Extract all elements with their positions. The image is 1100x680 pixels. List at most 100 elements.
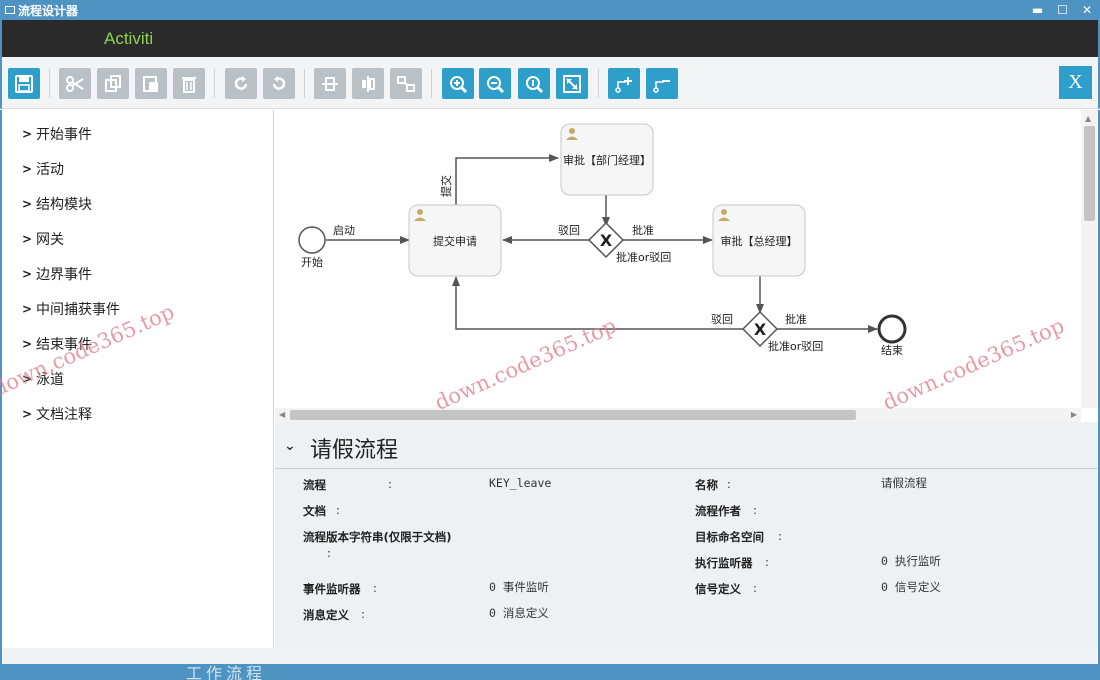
bpmn-diagram: 开始 结束 提交申请 审批【部门经理】 — [298, 123, 907, 357]
zoom-in-icon — [450, 75, 468, 93]
toolbar-separator — [598, 69, 599, 98]
scroll-thumb[interactable] — [290, 410, 856, 420]
app-header: Activiti — [0, 20, 1100, 57]
window-app-icon — [5, 6, 15, 14]
exclusive-gateway-1[interactable]: X — [587, 221, 625, 259]
bottom-bar-text: 工作流程 — [186, 664, 267, 680]
chevron-right-icon: > — [22, 337, 33, 351]
task-general-manager[interactable]: 审批【总经理】 — [712, 204, 806, 277]
start-event[interactable] — [298, 226, 326, 254]
palette-item-boundary-event[interactable]: >边界事件 — [22, 267, 92, 283]
close-designer-button[interactable]: X — [1059, 66, 1092, 99]
canvas-vertical-scrollbar[interactable]: ▲ — [1081, 110, 1098, 408]
chevron-right-icon: > — [22, 302, 33, 316]
author-label: 流程作者 — [695, 504, 741, 518]
flow-gw2-reject[interactable] — [452, 276, 744, 330]
exec-listener-label: 执行监听器 — [695, 556, 753, 570]
gateway-x-icon: X — [754, 320, 767, 339]
zoom-actual-button[interactable] — [518, 68, 550, 99]
scroll-left-icon[interactable]: ◀ — [279, 410, 286, 419]
toolbar-separator — [49, 69, 50, 98]
task-dept-label: 审批【部门经理】 — [563, 153, 651, 167]
end-event-label: 结束 — [881, 344, 903, 357]
zoom-in-button[interactable] — [442, 68, 474, 99]
event-listener-label: 事件监听器 — [303, 582, 361, 596]
properties-header[interactable]: ⌄ 请假流程 — [275, 422, 1098, 469]
align-horizontal-button[interactable] — [314, 68, 346, 99]
event-listener-value[interactable]: 0 事件监听 — [489, 580, 549, 594]
chevron-right-icon: > — [22, 127, 33, 141]
flow-start-label: 启动 — [333, 224, 355, 237]
exec-listener-value[interactable]: 0 执行监听 — [881, 554, 941, 568]
palette-item-start-event[interactable]: >开始事件 — [22, 127, 92, 143]
toolbar-separator — [304, 69, 305, 98]
palette-item-swimlane[interactable]: >泳道 — [22, 372, 64, 388]
add-bendpoint-button[interactable] — [608, 68, 640, 99]
chevron-right-icon: > — [22, 407, 33, 421]
paste-icon — [143, 75, 158, 92]
palette-item-structural[interactable]: >结构模块 — [22, 197, 92, 213]
toolbar — [0, 57, 1100, 109]
window-title: 流程设计器 — [18, 3, 79, 18]
close-window-icon[interactable]: ✕ — [1081, 3, 1092, 17]
cut-icon — [66, 75, 84, 92]
palette-item-gateway[interactable]: >网关 — [22, 232, 64, 248]
gateway-x-icon: X — [600, 231, 613, 250]
process-value[interactable]: KEY_leave — [489, 476, 552, 490]
palette-item-annotation[interactable]: >文档注释 — [22, 407, 92, 423]
zoom-out-button[interactable] — [479, 68, 511, 99]
undo-button[interactable] — [263, 68, 295, 99]
zoom-fit-icon — [563, 74, 581, 93]
signal-value[interactable]: 0 信号定义 — [881, 580, 941, 594]
align-vertical-button[interactable] — [352, 68, 384, 99]
task-dept-manager[interactable]: 审批【部门经理】 — [560, 123, 654, 196]
gw2-label: 批准or驳回 — [768, 339, 823, 353]
colon: : — [336, 503, 340, 517]
same-size-icon — [397, 75, 415, 92]
user-icon — [414, 209, 426, 221]
chevron-right-icon: > — [22, 232, 33, 246]
undo-icon — [272, 75, 286, 90]
redo-icon — [234, 75, 248, 90]
zoom-fit-button[interactable] — [556, 68, 588, 99]
delete-button[interactable] — [173, 68, 205, 99]
maximize-icon[interactable]: ☐ — [1057, 3, 1068, 17]
canvas-horizontal-scrollbar[interactable]: ◀ ▶ — [275, 408, 1081, 422]
diagram-canvas[interactable]: 开始 结束 提交申请 审批【部门经理】 — [275, 110, 1081, 408]
paste-button[interactable] — [135, 68, 167, 99]
redo-button[interactable] — [225, 68, 257, 99]
scroll-up-icon[interactable]: ▲ — [1085, 114, 1092, 123]
zoom-out-icon — [487, 75, 505, 93]
bottom-gap — [0, 648, 1100, 664]
chevron-down-icon[interactable]: ⌄ — [284, 438, 296, 454]
remove-bendpoint-button[interactable] — [646, 68, 678, 99]
task-submit-request[interactable]: 提交申请 — [408, 204, 502, 277]
cut-button[interactable] — [59, 68, 91, 99]
palette-item-intermediate-catch[interactable]: >中间捕获事件 — [22, 302, 120, 318]
message-label: 消息定义 — [303, 608, 349, 622]
copy-button[interactable] — [97, 68, 129, 99]
name-label: 名称 — [695, 478, 718, 492]
signal-label: 信号定义 — [695, 582, 741, 596]
end-event[interactable] — [877, 314, 907, 344]
exclusive-gateway-2[interactable]: X — [741, 310, 779, 348]
flow-submit[interactable] — [455, 154, 559, 205]
same-size-button[interactable] — [390, 68, 422, 99]
scroll-thumb[interactable] — [1084, 126, 1095, 221]
minimize-icon[interactable]: ▬ — [1031, 3, 1044, 17]
add-bendpoint-icon — [615, 76, 632, 93]
copy-icon — [105, 74, 121, 92]
message-value[interactable]: 0 消息定义 — [489, 606, 549, 620]
process-label: 流程 — [303, 478, 326, 492]
gw2-approve-label: 批准 — [785, 312, 807, 326]
colon: : — [778, 529, 782, 543]
colon: : — [361, 607, 365, 621]
save-button[interactable] — [8, 68, 40, 99]
activiti-logo: Activiti — [104, 29, 154, 48]
save-icon — [15, 74, 33, 93]
colon: : — [727, 477, 731, 491]
palette-item-activity[interactable]: >活动 — [22, 162, 64, 178]
palette-item-end-event[interactable]: >结束事件 — [22, 337, 92, 353]
name-value[interactable]: 请假流程 — [881, 476, 927, 490]
scroll-right-icon[interactable]: ▶ — [1070, 410, 1077, 419]
